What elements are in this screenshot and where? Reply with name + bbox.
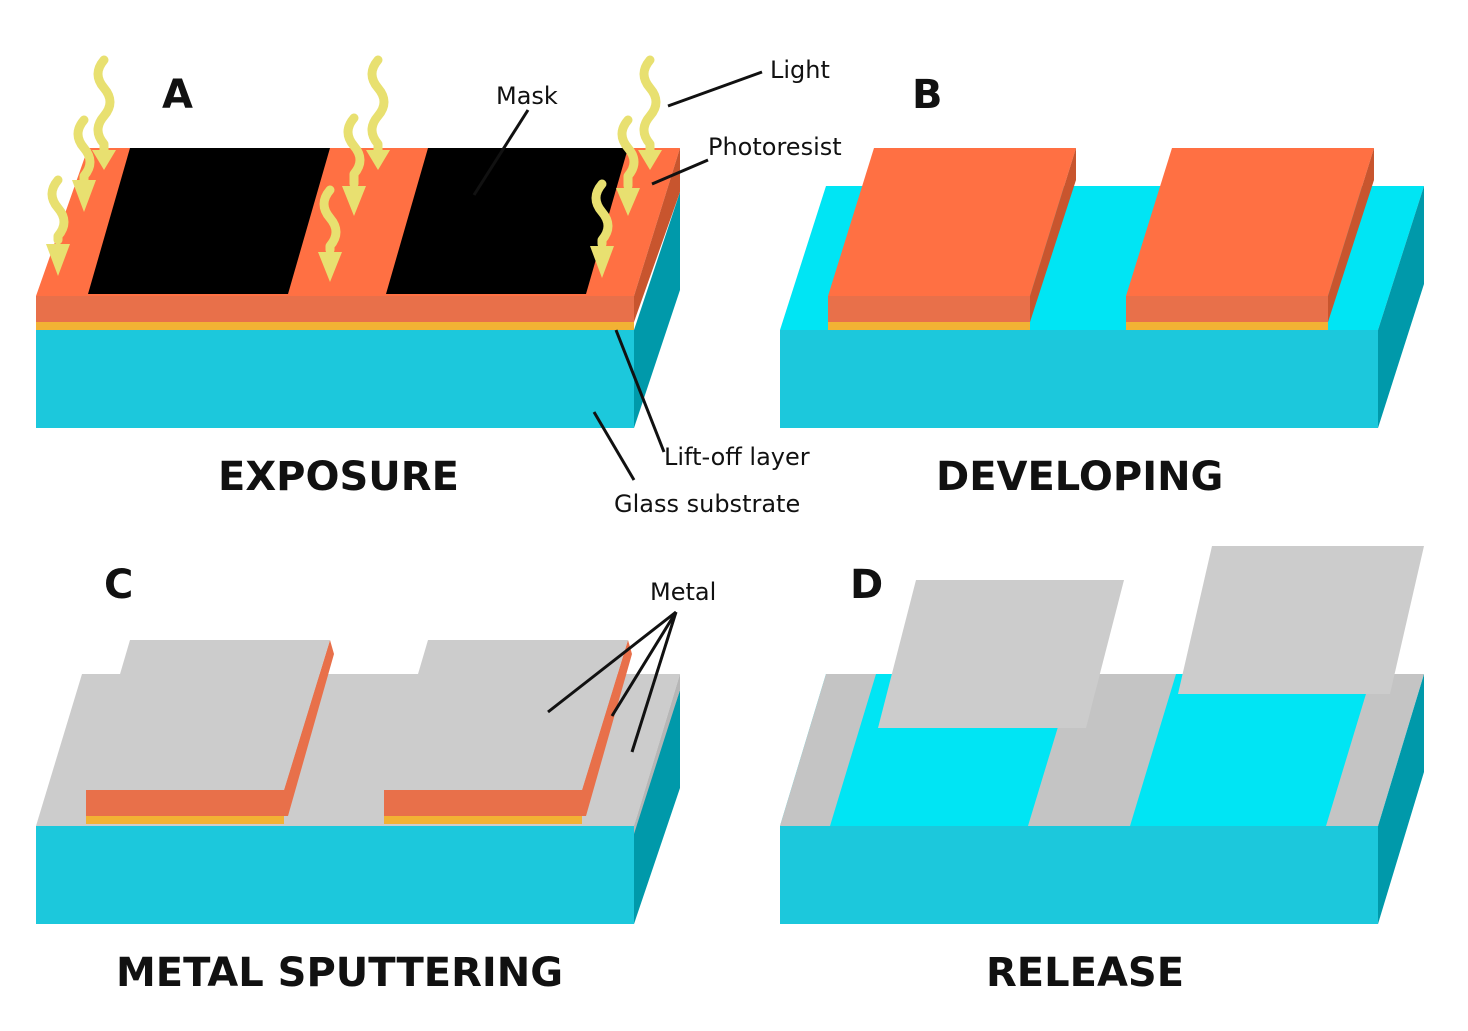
panel-letter-d: D bbox=[850, 562, 883, 608]
light-ray bbox=[639, 55, 661, 157]
photoresist-front bbox=[86, 790, 284, 816]
photoresist-top bbox=[1126, 148, 1374, 296]
step-title-metal-sputtering: METAL SPUTTERING bbox=[116, 950, 563, 996]
light-ray-tip bbox=[366, 150, 390, 170]
released-metal-sheet-left bbox=[878, 580, 1124, 728]
photoresist-label: Photoresist bbox=[708, 133, 842, 161]
panel-a: A Mask Light Photoresist Lift-off layer … bbox=[36, 55, 842, 518]
photoresist-top bbox=[828, 148, 1076, 296]
leader-line-liftoff bbox=[614, 329, 666, 453]
light-ray bbox=[93, 55, 115, 157]
panel-letter-a: A bbox=[162, 72, 193, 118]
metal-film-side bbox=[634, 674, 680, 834]
panel-letter-b: B bbox=[912, 72, 943, 118]
photoresist-block-right bbox=[1126, 148, 1374, 330]
substrate-side bbox=[1378, 674, 1424, 924]
panel-b: B DEVELOPING bbox=[780, 72, 1424, 500]
leader-line-light bbox=[667, 70, 763, 108]
mask-label: Mask bbox=[496, 82, 558, 110]
substrate-side bbox=[1378, 186, 1424, 428]
substrate-front bbox=[780, 826, 1378, 924]
mask-left bbox=[88, 148, 330, 294]
step-title-release: RELEASE bbox=[986, 950, 1184, 996]
mask-right bbox=[386, 148, 628, 294]
liftoff-label: Lift-off layer bbox=[664, 443, 810, 471]
light-ray-tip bbox=[72, 180, 96, 212]
metal-coated-block-left bbox=[86, 640, 334, 824]
photoresist-front bbox=[828, 296, 1030, 322]
panel-d: D RELEASE bbox=[780, 546, 1424, 996]
photoresist-front bbox=[1126, 296, 1328, 322]
light-ray bbox=[319, 185, 341, 255]
light-ray bbox=[73, 115, 95, 189]
metal-top bbox=[384, 640, 628, 790]
glass-substrate-label: Glass substrate bbox=[614, 490, 800, 518]
light-rays bbox=[46, 55, 662, 282]
leader-line-mask bbox=[472, 109, 530, 196]
photoresist-side bbox=[582, 640, 632, 816]
step-title-developing: DEVELOPING bbox=[936, 454, 1223, 500]
light-ray-tip bbox=[92, 150, 116, 170]
light-ray bbox=[591, 179, 613, 249]
light-ray bbox=[47, 175, 69, 245]
photoresist-side bbox=[1030, 148, 1076, 322]
light-ray-tip bbox=[318, 252, 342, 282]
photoresist-block-left bbox=[828, 148, 1076, 330]
substrate-side bbox=[634, 192, 680, 428]
metal-label: Metal bbox=[650, 578, 716, 606]
metal-coated-block-right bbox=[384, 640, 632, 824]
leader-line-metal-1 bbox=[547, 610, 677, 714]
light-ray bbox=[367, 55, 389, 157]
photoresist-side bbox=[284, 640, 334, 816]
light-ray bbox=[617, 115, 639, 191]
liftoff-layer bbox=[36, 322, 634, 330]
light-ray-tip bbox=[616, 188, 640, 216]
light-label: Light bbox=[770, 56, 830, 84]
substrate-front bbox=[36, 330, 634, 428]
substrate-side bbox=[634, 690, 680, 924]
substrate-front bbox=[36, 826, 634, 924]
metal-top bbox=[86, 640, 330, 790]
substrate-front bbox=[780, 330, 1378, 428]
light-ray-tip bbox=[638, 150, 662, 170]
metal-strip-left bbox=[780, 674, 876, 826]
leader-line-glass bbox=[592, 411, 636, 481]
liftoff-layer bbox=[86, 816, 284, 824]
light-ray-tip bbox=[590, 246, 614, 278]
liftoff-layer bbox=[828, 322, 1030, 330]
light-ray bbox=[343, 113, 365, 189]
photoresist-front bbox=[36, 296, 634, 322]
metal-strip-right bbox=[1326, 674, 1424, 826]
liftoff-layer bbox=[1126, 322, 1328, 330]
liftoff-layer bbox=[384, 816, 582, 824]
light-ray-tip bbox=[46, 244, 70, 276]
leader-line-photoresist bbox=[651, 158, 709, 186]
leader-line-metal-3 bbox=[630, 611, 678, 753]
photoresist-side bbox=[1328, 148, 1374, 322]
light-ray-tip bbox=[342, 186, 366, 216]
photoresist-front bbox=[384, 790, 582, 816]
panel-letter-c: C bbox=[104, 562, 133, 608]
leader-line-metal-2 bbox=[610, 611, 678, 717]
step-title-exposure: EXPOSURE bbox=[218, 454, 459, 500]
panel-c: C Metal METAL SPUTTERING bbox=[36, 562, 716, 996]
released-metal-sheet-right bbox=[1178, 546, 1424, 694]
photoresist-side bbox=[634, 148, 680, 322]
